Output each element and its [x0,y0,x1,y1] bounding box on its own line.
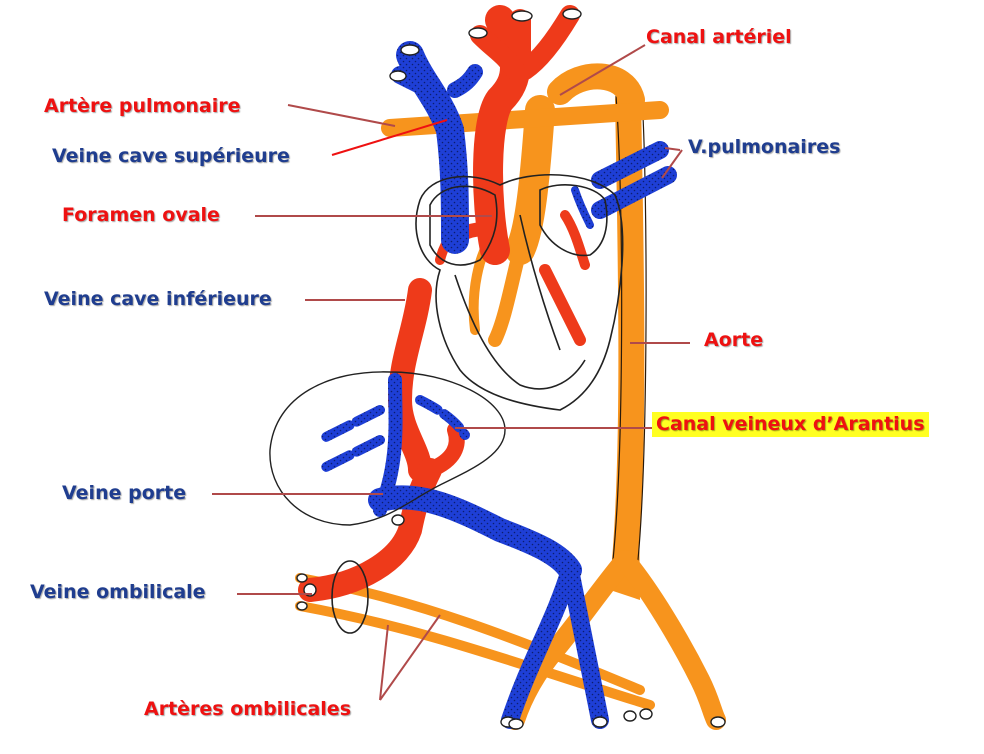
label-veine-ombilicale: Veine ombilicale [30,581,206,603]
inferior-vena-cava [388,278,432,482]
pointer-art-omb-1 [379,624,389,701]
label-foramen-ovale: Foramen ovale [62,204,220,226]
pointer-canal-arteriel [559,44,646,96]
red-vessels [298,5,590,602]
vessel-caps [296,8,726,730]
label-veine-cave-inferieure: Veine cave inférieure [44,288,272,310]
pulmonary-vein-2 [591,166,677,219]
pointer-lines [212,44,690,701]
ductus-arteriosus [547,63,645,113]
pointer-artere-pulmonaire [287,104,396,127]
label-canal-veineux: Canal veineux d’Arantius [652,412,929,437]
pointer-veine-cave-sup [331,119,448,156]
label-arteres-ombilicales: Artères ombilicales [144,698,352,720]
pointer-vpulm-2 [661,149,683,179]
pulmonary-trunk [505,95,555,265]
pointer-vpulm-1 [664,147,681,151]
blue-vessels [315,41,677,729]
portal-vein [368,485,582,582]
label-canal-arteriel: Canal artériel [646,26,792,48]
liver-outline [269,371,506,526]
label-artere-pulmonaire: Artère pulmonaire [44,95,241,117]
label-veine-porte: Veine porte [62,482,187,504]
label-v-pulmonaires: V.pulmonaires [688,136,841,158]
pointer-art-omb-2 [379,614,441,701]
label-veine-cave-superieure: Veine cave supérieure [52,145,290,167]
label-aorte: Aorte [704,329,764,351]
pulmonary-vein-1 [591,141,669,189]
heart-outline [415,173,624,411]
umbilical-ring [331,560,369,634]
